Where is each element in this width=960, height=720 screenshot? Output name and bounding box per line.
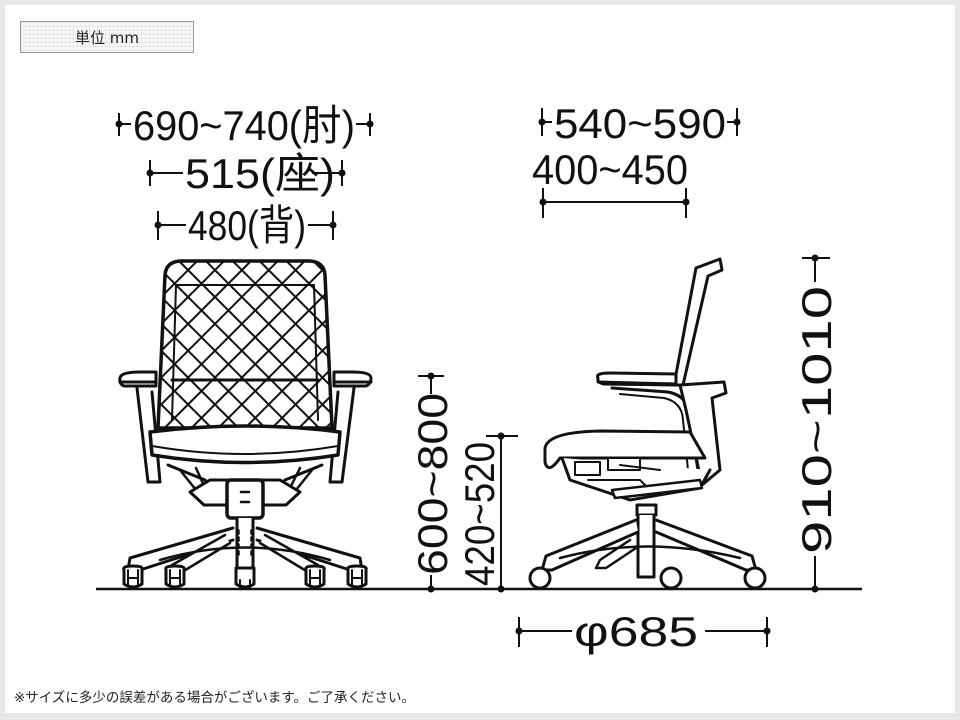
depth-overall-dimension: 540~590: [538, 100, 741, 147]
svg-text:420~520: 420~520: [456, 442, 503, 586]
svg-text:φ685: φ685: [574, 608, 698, 655]
svg-text:910~1010: 910~1010: [793, 286, 840, 554]
svg-text:480(背): 480(背): [188, 202, 306, 249]
svg-text:515(座): 515(座): [185, 150, 335, 197]
svg-text:690~740(肘): 690~740(肘): [133, 102, 355, 149]
svg-text:400~450: 400~450: [532, 146, 688, 193]
width-seat-dimension: 515(座): [146, 150, 346, 197]
side-view: [528, 257, 767, 590]
width-armrest-dimension: 690~740(肘): [115, 102, 374, 149]
unit-label-box: 単位 mm: [20, 21, 194, 53]
base-diameter-dimension: φ685: [515, 608, 771, 655]
depth-seat-dimension: 400~450: [532, 146, 690, 218]
armrest-height-dimension: 600~800: [409, 372, 456, 593]
seat-height-dimension: 420~520: [456, 432, 518, 593]
footnote: ※サイズに多少の誤差がある場合がございます。ご了承ください。: [14, 690, 416, 706]
front-view: [118, 259, 373, 589]
overall-height-dimension: 910~1010: [793, 254, 840, 593]
width-back-dimension: 480(背): [154, 202, 337, 249]
svg-text:600~800: 600~800: [409, 393, 456, 575]
svg-text:540~590: 540~590: [554, 100, 726, 147]
unit-label: 単位 mm: [75, 28, 139, 47]
